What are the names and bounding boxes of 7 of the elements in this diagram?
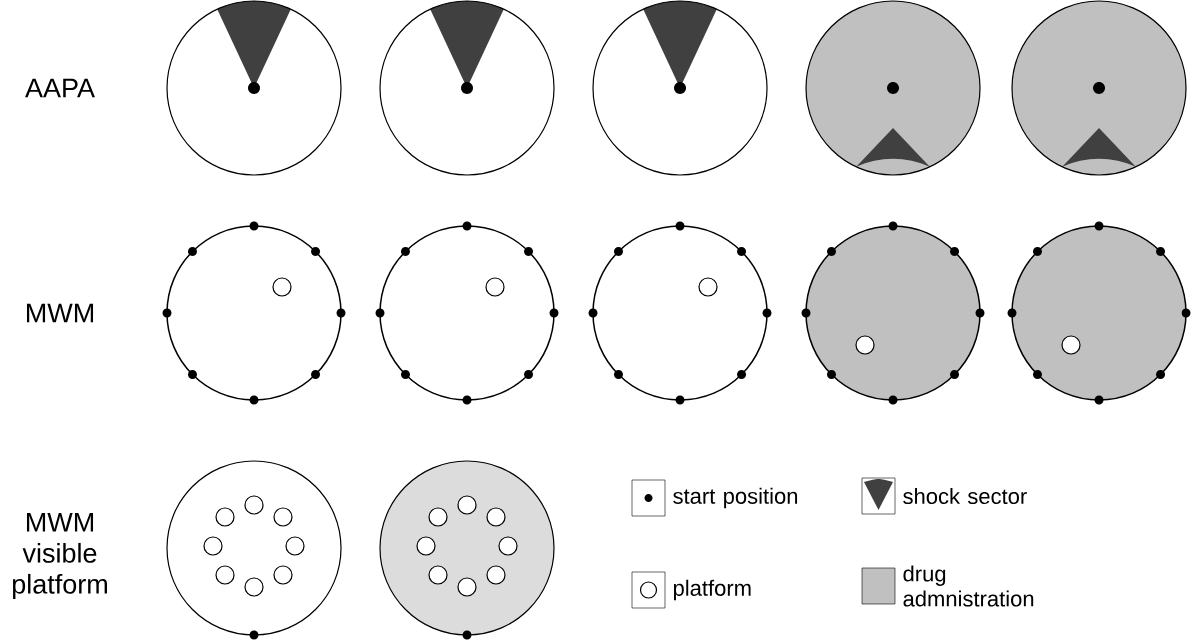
- row-label: MWM: [27, 303, 94, 323]
- legend-label: drug admnistration: [903, 565, 1034, 607]
- legend-label: platform: [673, 579, 751, 601]
- row-label: MWM visible platform: [13, 512, 107, 600]
- legend-label: shock sector: [903, 487, 1027, 505]
- legend-label: start position: [673, 487, 798, 509]
- row-label: AAPA: [25, 78, 95, 98]
